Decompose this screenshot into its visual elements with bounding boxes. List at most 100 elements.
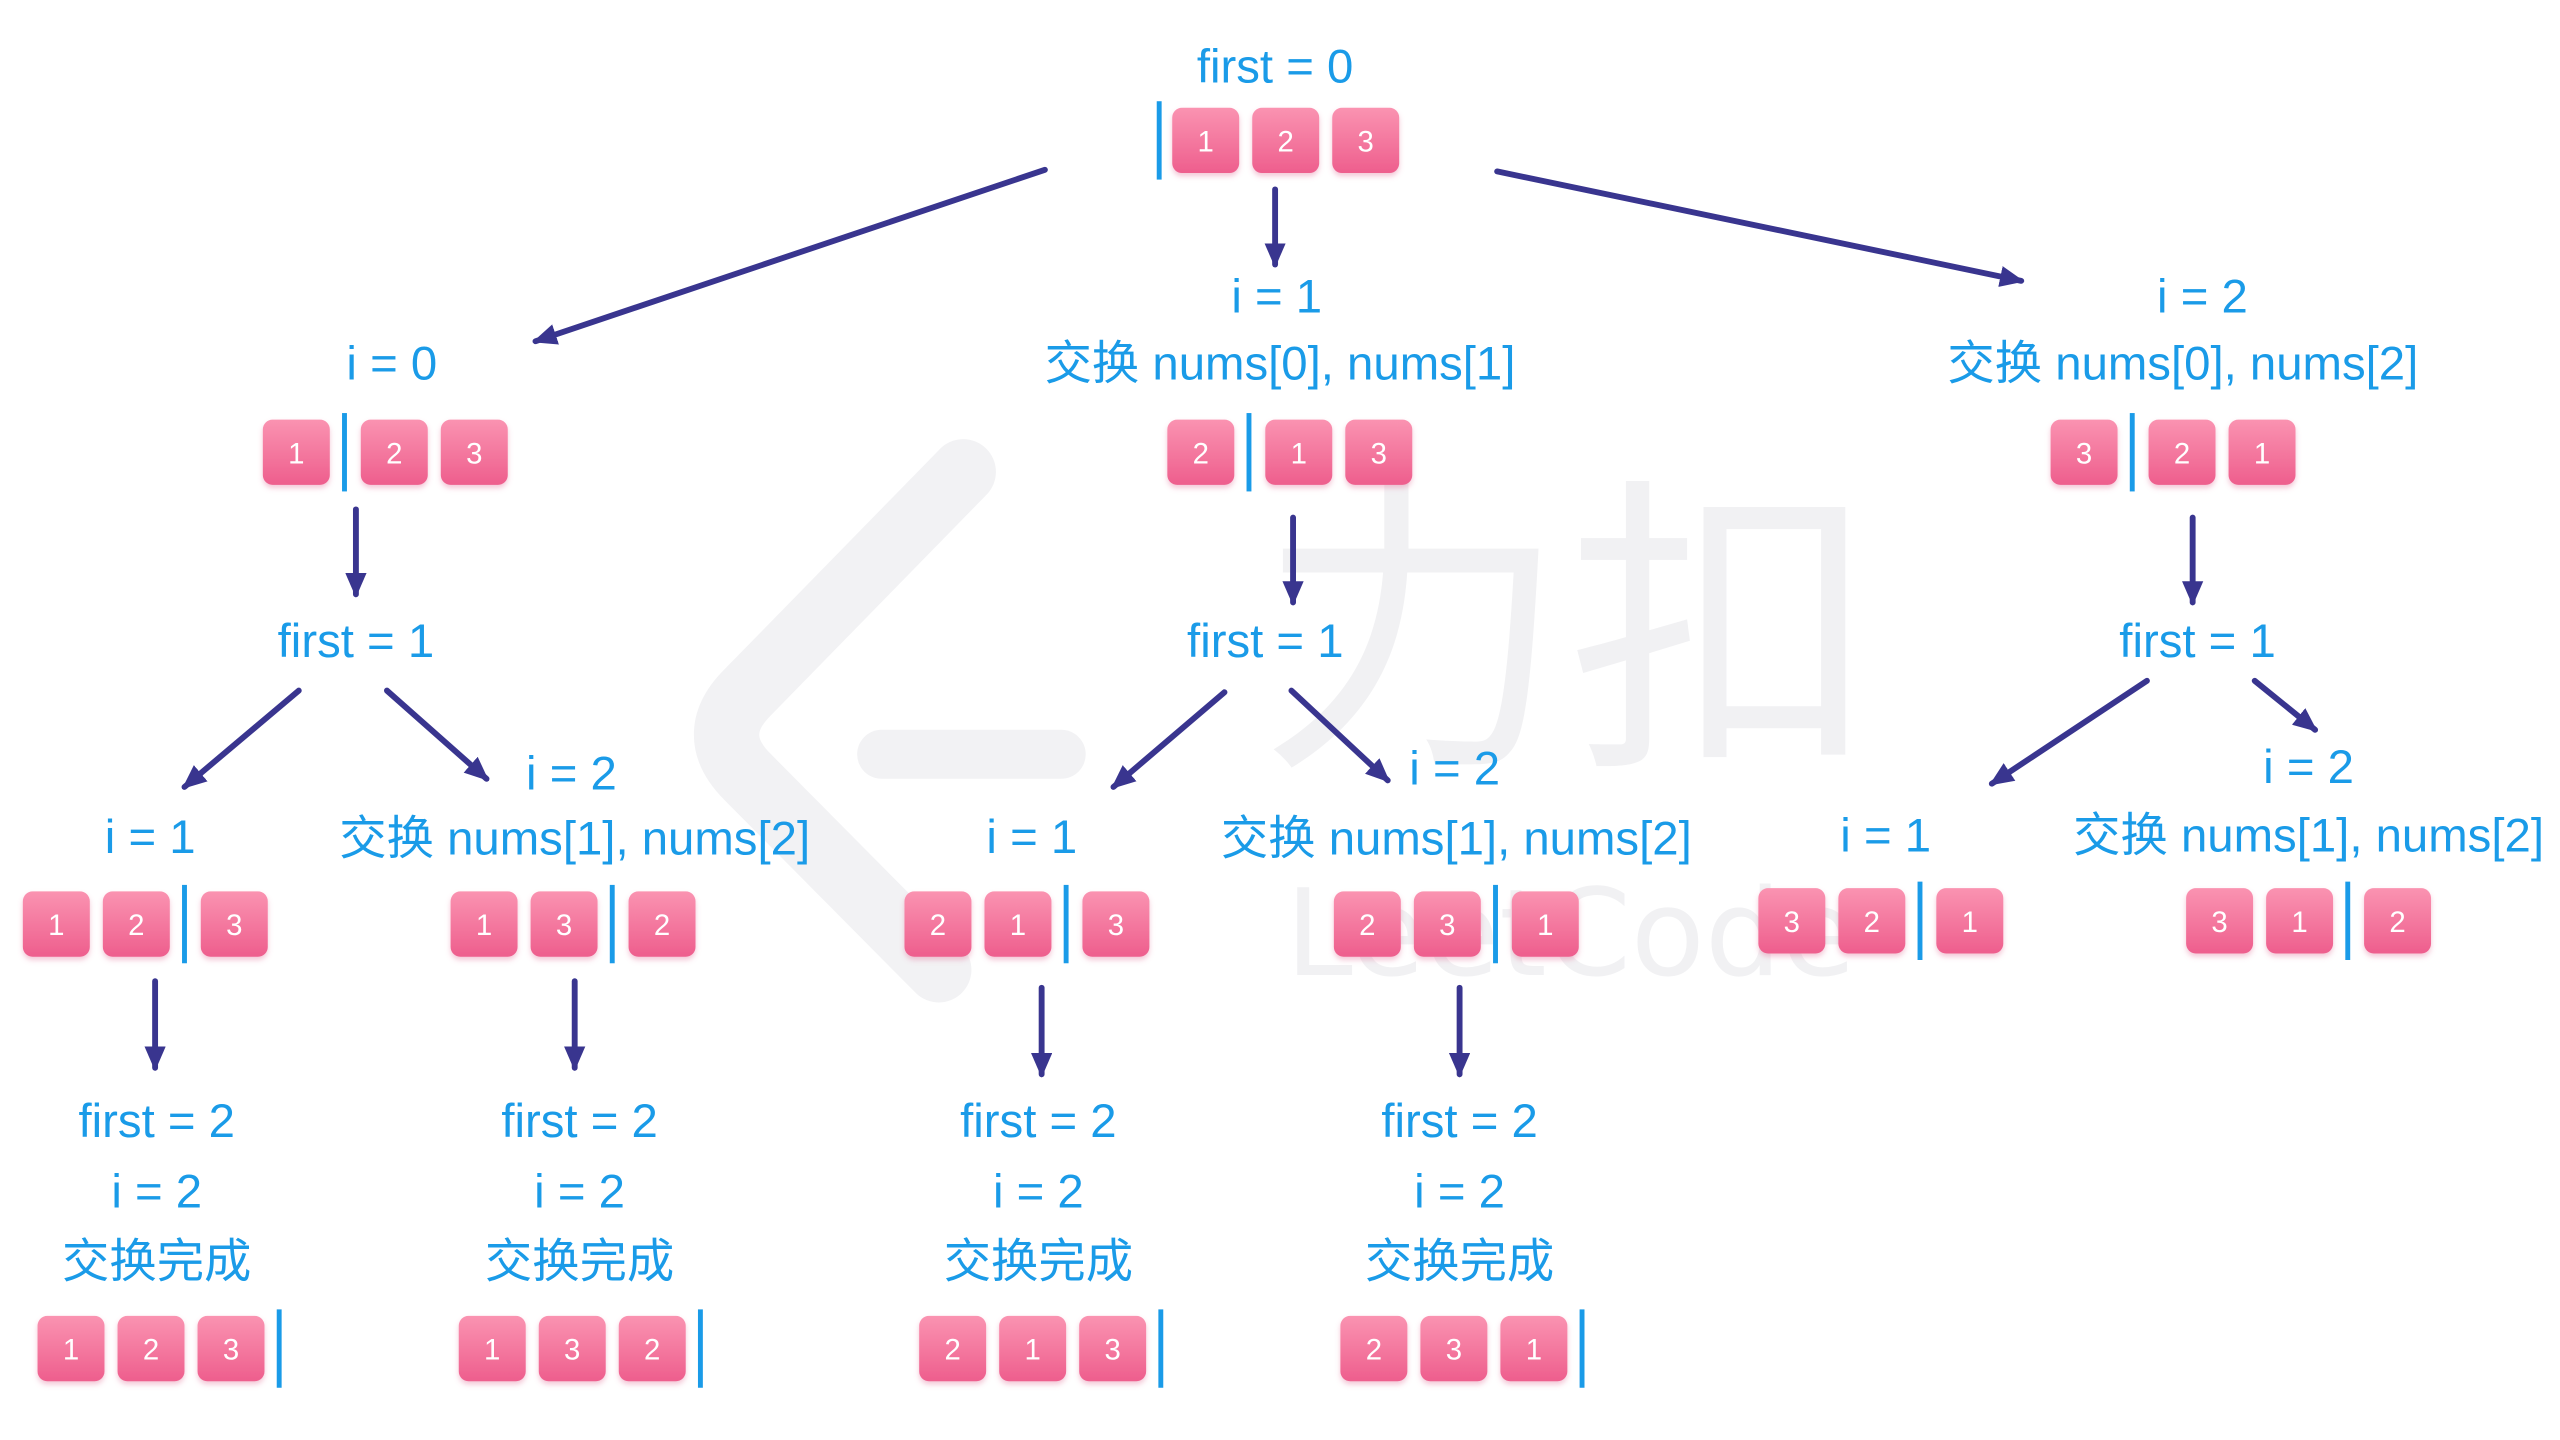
array-cell-box bbox=[1345, 419, 1413, 485]
node-label: i = 1 bbox=[105, 811, 196, 864]
watermark-logo-icon bbox=[694, 439, 996, 1003]
array-cell-box bbox=[1936, 888, 2004, 954]
array-cell-value: 3 bbox=[1108, 909, 1124, 942]
array-cell: 2 bbox=[1838, 888, 1906, 954]
array-cell-box bbox=[1265, 419, 1333, 485]
array-cell-value: 3 bbox=[2211, 906, 2227, 939]
tree-node: first = 0 1 2 3 bbox=[1156, 40, 1400, 180]
node-label: first = 2 bbox=[960, 1095, 1117, 1148]
array-cell: 2 bbox=[1333, 891, 1401, 957]
array-cell-value: 3 bbox=[1358, 126, 1374, 159]
array-cell: 1 bbox=[1172, 107, 1240, 174]
nums-array: 2 1 3 bbox=[919, 1309, 1164, 1388]
array-cell-value: 2 bbox=[2389, 906, 2405, 939]
array-cell: 1 bbox=[1500, 1315, 1568, 1382]
array-cell-box bbox=[360, 419, 428, 485]
array-cell: 1 bbox=[2266, 888, 2334, 954]
array-cell-box bbox=[618, 1315, 686, 1382]
array-cell: 3 bbox=[1079, 1315, 1147, 1382]
array-cell-value: 2 bbox=[386, 437, 402, 470]
array-cell-value: 1 bbox=[476, 909, 492, 942]
array-cell: 2 bbox=[628, 891, 696, 957]
node-label: first = 0 bbox=[1197, 40, 1354, 93]
nums-array: 1 2 3 bbox=[1156, 101, 1400, 180]
array-cell: 1 bbox=[22, 891, 90, 957]
array-cell-box bbox=[1340, 1315, 1408, 1382]
first-boundary-divider bbox=[1063, 884, 1069, 964]
array-cell: 3 bbox=[1332, 107, 1400, 174]
array-cell-value: 1 bbox=[48, 909, 64, 942]
array-cell-value: 2 bbox=[1278, 126, 1294, 159]
nums-array: 3 1 2 bbox=[2186, 881, 2432, 960]
array-cell-value: 2 bbox=[644, 1334, 660, 1367]
node-label: 交换 nums[1], nums[2] bbox=[1221, 813, 1692, 866]
array-cell: 1 bbox=[999, 1315, 1067, 1382]
array-cell-box bbox=[1079, 1315, 1147, 1382]
array-cell-box bbox=[1758, 888, 1826, 954]
array-cell: 2 bbox=[919, 1315, 987, 1382]
array-cell: 1 bbox=[2228, 419, 2296, 485]
tree-node: first = 1 bbox=[1187, 615, 1344, 668]
array-cell-value: 1 bbox=[2291, 906, 2307, 939]
array-cell-value: 2 bbox=[1359, 909, 1375, 942]
node-label: 交换完成 bbox=[1365, 1236, 1554, 1289]
array-cell: 2 bbox=[2148, 419, 2216, 485]
array-cell-value: 3 bbox=[564, 1334, 580, 1367]
array-cell: 2 bbox=[904, 891, 972, 957]
node-label: i = 2 bbox=[993, 1165, 1084, 1218]
array-cell-box bbox=[530, 891, 598, 957]
array-cell-value: 2 bbox=[1193, 437, 1209, 470]
edge-arrow bbox=[532, 166, 1048, 345]
node-label: 交换 nums[0], nums[2] bbox=[1947, 338, 2418, 391]
array-cell-box bbox=[919, 1315, 987, 1382]
array-cell-value: 1 bbox=[1537, 909, 1553, 942]
tree-node: first = 1 bbox=[278, 615, 434, 668]
array-cell-value: 2 bbox=[944, 1334, 960, 1367]
array-cell: 3 bbox=[1345, 419, 1413, 485]
array-cell: 2 bbox=[1167, 419, 1235, 485]
watermark-cn-text: 力扣 bbox=[1257, 455, 1877, 816]
array-cell-value: 2 bbox=[654, 909, 670, 942]
node-label: i = 2 bbox=[526, 747, 617, 800]
array-cell-value: 2 bbox=[930, 909, 946, 942]
edge-arrow bbox=[1988, 677, 2150, 787]
node-label: first = 2 bbox=[78, 1095, 234, 1148]
first-boundary-divider bbox=[1579, 1309, 1585, 1388]
array-cell-box bbox=[2364, 888, 2432, 954]
array-cell-value: 3 bbox=[1784, 906, 1800, 939]
array-cell-box bbox=[262, 419, 330, 485]
array-cell-value: 2 bbox=[128, 909, 144, 942]
first-boundary-divider bbox=[1246, 413, 1252, 492]
array-cell: 3 bbox=[1082, 891, 1150, 957]
node-label: 交换完成 bbox=[485, 1236, 674, 1289]
first-boundary-divider bbox=[2345, 881, 2351, 960]
node-label: first = 1 bbox=[278, 615, 434, 668]
array-cell: 3 bbox=[2186, 888, 2254, 954]
array-cell-box bbox=[1838, 888, 1906, 954]
array-cell-box bbox=[1413, 891, 1481, 957]
first-boundary-divider bbox=[276, 1309, 282, 1388]
array-cell-value: 1 bbox=[1024, 1334, 1040, 1367]
watermark: 力扣 LeetCode bbox=[694, 439, 1878, 1004]
node-label: first = 1 bbox=[2119, 615, 2276, 668]
array-cell: 2 bbox=[618, 1315, 686, 1382]
array-cell-box bbox=[1333, 891, 1401, 957]
first-boundary-divider bbox=[1493, 884, 1498, 964]
array-cell: 3 bbox=[1758, 888, 1826, 954]
nums-array: 2 1 3 bbox=[904, 884, 1150, 964]
array-cell: 2 bbox=[102, 891, 170, 957]
array-cell-value: 1 bbox=[1010, 909, 1026, 942]
